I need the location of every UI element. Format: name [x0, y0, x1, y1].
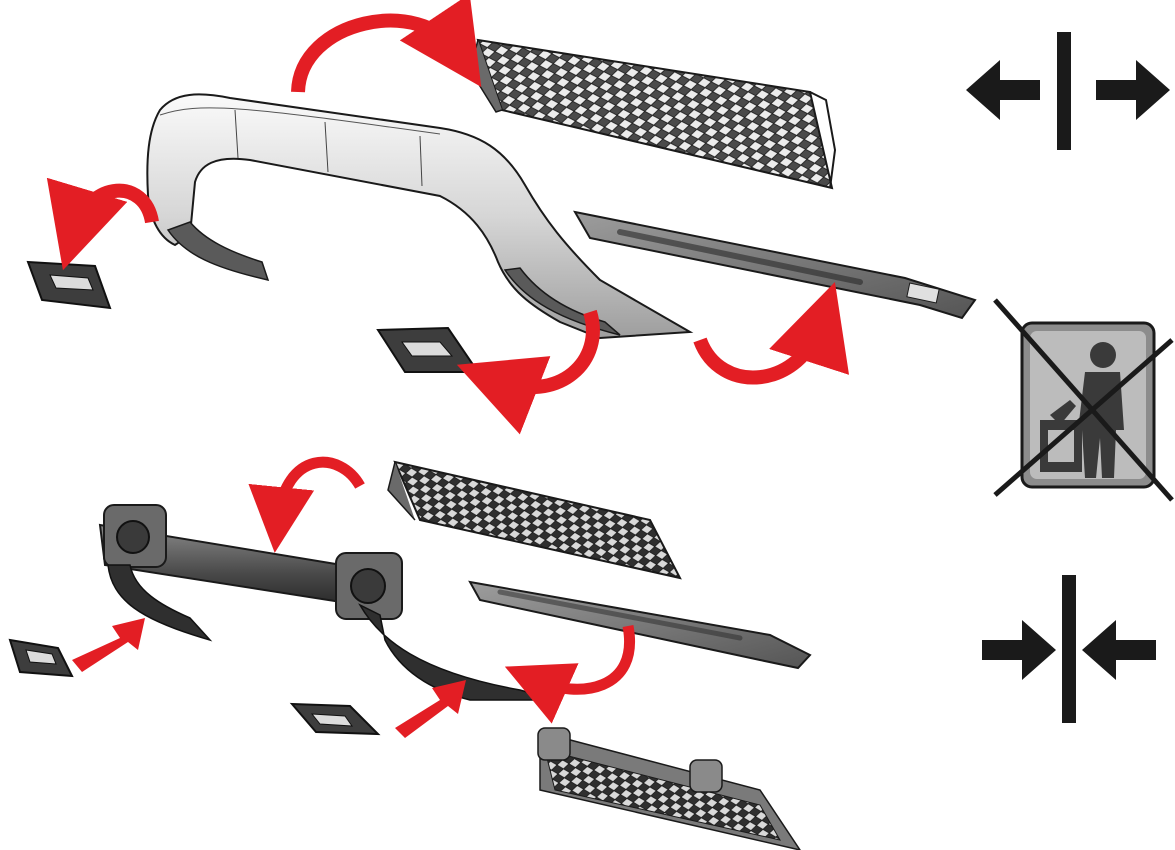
no-manual-lifting-icon [993, 298, 1174, 502]
remove-arrows-top [46, 0, 849, 435]
red-arrow-right-bezel-install [395, 680, 466, 738]
red-arrow-grille-install [248, 456, 365, 553]
red-arrow-skid-plate-install [504, 624, 635, 724]
red-arrow-grille-removal [291, 0, 482, 93]
fog-bezel-right-bottom [289, 702, 381, 736]
upper-grille-top [469, 38, 837, 190]
lower-skid-plate-bottom [468, 580, 812, 670]
red-arrow-left-bezel-removal [46, 177, 159, 271]
assembled-bumper-result [537, 727, 801, 850]
bumper-cover-top [146, 93, 694, 340]
bumper-bar-bottom [98, 504, 556, 701]
red-arrow-left-bezel-install [72, 618, 145, 672]
fog-bezel-left-top [26, 260, 112, 310]
arrows-together-assemble-icon [982, 575, 1156, 723]
fog-bezel-right-top [376, 326, 480, 373]
red-arrow-right-bezel-removal [456, 309, 600, 435]
install-arrows-bottom [72, 456, 635, 738]
lower-skid-plate-top [573, 210, 977, 320]
red-arrow-skid-plate-removal [693, 282, 849, 385]
arrows-apart-separate-icon [966, 32, 1170, 150]
fog-bezel-left-bottom [8, 638, 74, 678]
upper-grille-bottom [387, 460, 682, 580]
